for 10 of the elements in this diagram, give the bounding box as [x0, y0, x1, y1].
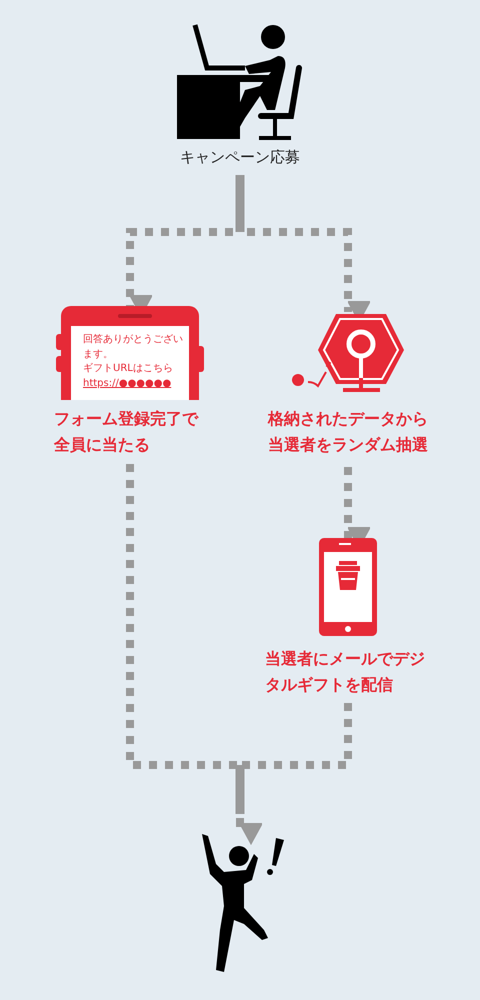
message-text: 回答ありがとうございます。: [83, 333, 184, 362]
step-caption: 当選者にメールでデジタルギフトを配信: [265, 648, 426, 696]
url-link: https://●●●●●●: [83, 376, 172, 390]
step-caption: キャンペーン応募: [179, 147, 301, 168]
dotted-arrow: [236, 703, 352, 845]
trunk-line: [236, 765, 244, 814]
message-text: ギフトURLはこちら: [83, 362, 174, 376]
step-caption: フォーム登録完了で全員に当たる: [54, 408, 200, 456]
step-caption: 格納されたデータから当選者をランダム抽選: [266, 408, 429, 456]
trunk-line: [236, 175, 244, 232]
